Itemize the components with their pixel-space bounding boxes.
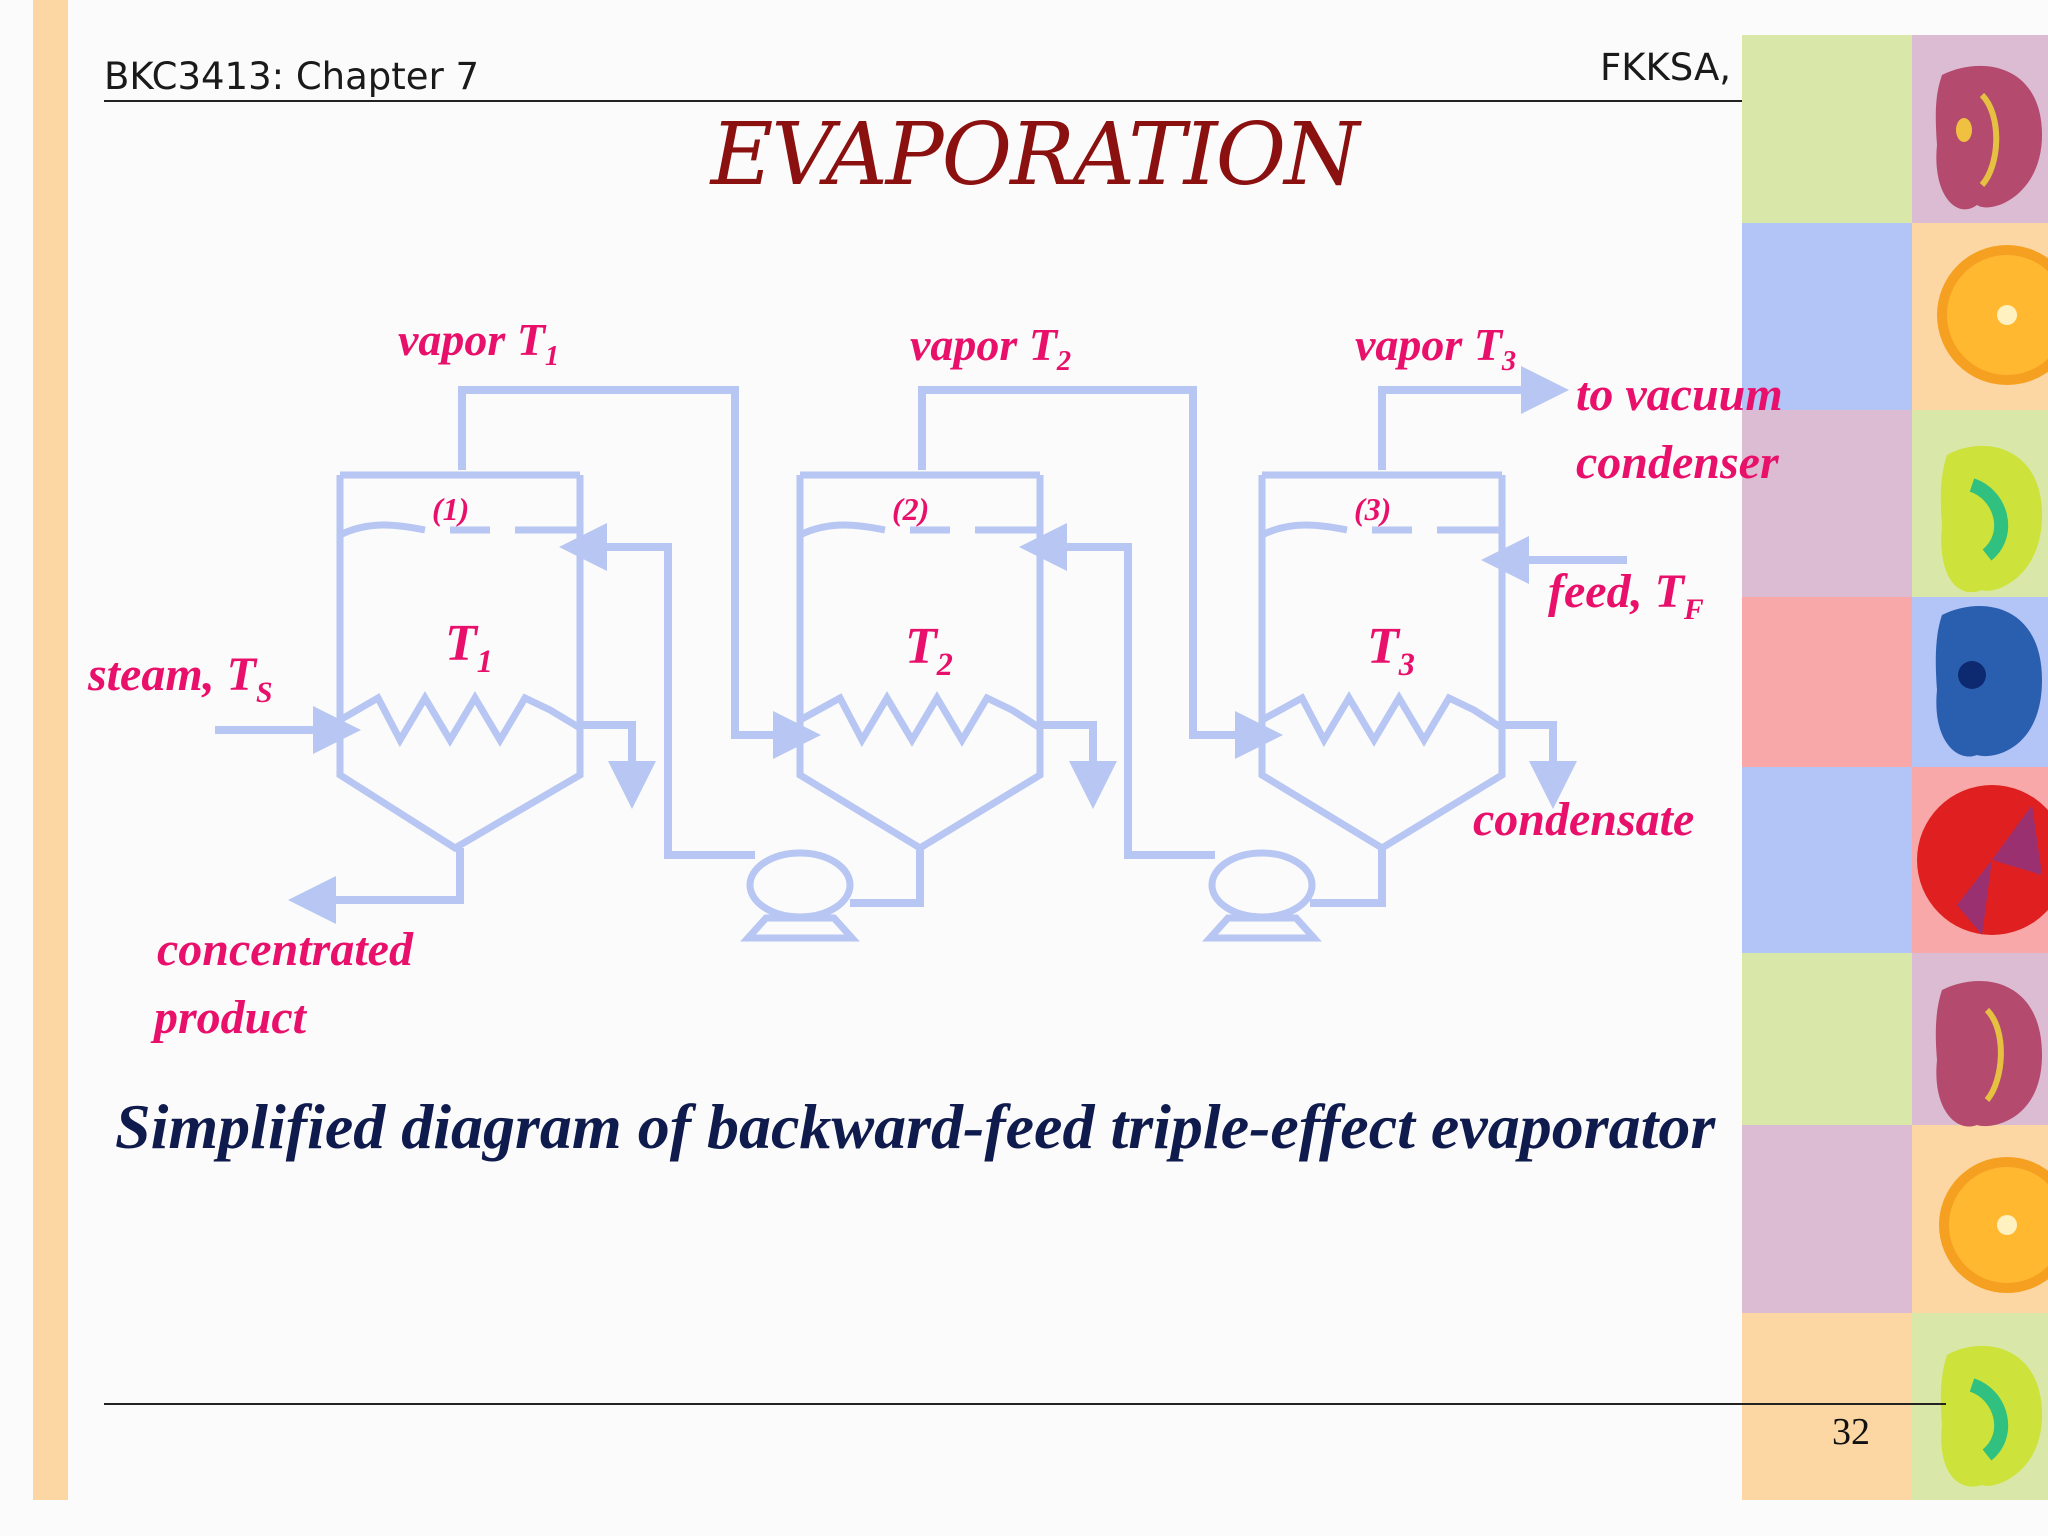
orange-icon (1937, 245, 2048, 385)
orange-icon (1917, 785, 2048, 935)
condensate-label: condensate (1473, 793, 1694, 846)
product-label-line-1: concentrated (157, 923, 414, 976)
vapor-label-2: vapor T2 (910, 319, 1071, 377)
liquid-transfer-3-to-2 (1043, 547, 1386, 907)
feed-label: feed, TF (1548, 565, 1704, 626)
figure-caption: Simplified diagram of backward-feed trip… (115, 1091, 1716, 1162)
orange-icon (1939, 1157, 2048, 1293)
pump-icon (740, 849, 860, 942)
steam-label: steam, TS (87, 648, 273, 709)
vacuum-label-line-1: to vacuum (1576, 368, 1783, 421)
vapor-label-1: vapor T1 (398, 314, 559, 372)
vapor-line-3 (1378, 366, 1569, 470)
effect-temp-1: T1 (445, 615, 493, 679)
apple-icon (1940, 1345, 2042, 1487)
effect-temp-3: T3 (1367, 618, 1415, 682)
effect-number-2: (2) (892, 491, 929, 527)
condensate-line-1 (580, 721, 656, 809)
product-outlet-line (288, 848, 464, 924)
pump-icon (1202, 849, 1322, 942)
effect-temp-2: T2 (905, 618, 953, 682)
page-title: EVAPORATION (710, 105, 1360, 205)
vapor-label-3: vapor T3 (1355, 319, 1516, 377)
vapor-line-2 (918, 386, 1283, 759)
page-number: 32 (1832, 1411, 1870, 1453)
course-header: BKC3413: Chapter 7 (104, 55, 480, 98)
vapor-line-1 (458, 386, 821, 759)
top-divider (104, 100, 1946, 102)
effect-number-1: (1) (432, 491, 469, 527)
liquid-transfer-2-to-1 (583, 547, 924, 907)
condensate-line-3 (1502, 721, 1577, 809)
apple-icon (1935, 981, 2042, 1127)
condensate-line-2 (1040, 721, 1117, 809)
apple-icon (1940, 445, 2042, 593)
apple-icon (1935, 606, 2042, 757)
product-label-line-2: product (150, 991, 308, 1044)
apple-icon (1935, 65, 2042, 210)
fruit-decoration-panel (1742, 35, 2048, 1500)
vacuum-label-line-2: condenser (1576, 436, 1780, 489)
left-accent-stripe (33, 0, 68, 1500)
bottom-divider (104, 1403, 1946, 1405)
effect-number-3: (3) (1354, 491, 1391, 527)
